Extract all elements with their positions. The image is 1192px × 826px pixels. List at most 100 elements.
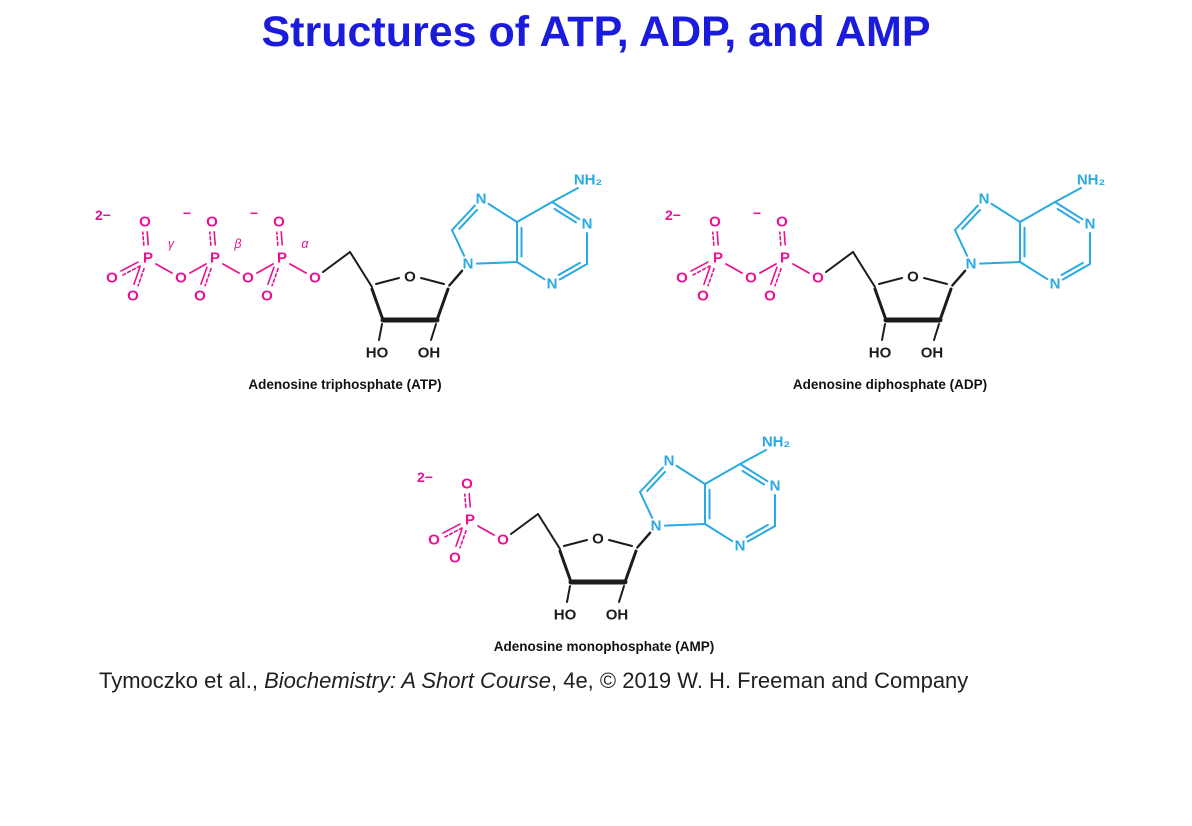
atom-label-p: P [277, 250, 287, 267]
atom-label-o: O [404, 269, 416, 286]
bond [990, 202, 1021, 223]
bond [852, 251, 876, 288]
bond [716, 231, 719, 246]
bond [873, 287, 888, 322]
atom-label-o: O [907, 269, 919, 286]
bond [459, 529, 467, 549]
bond [430, 323, 437, 341]
bond [322, 251, 351, 273]
charge-label: 2− [417, 469, 433, 485]
bond [209, 231, 212, 246]
bond [703, 266, 711, 286]
atom-label-nh2: NH₂ [762, 434, 790, 451]
atom-label-ho: HO [366, 345, 389, 362]
bond [825, 251, 854, 273]
bond [712, 231, 715, 246]
bond [783, 231, 786, 246]
greek-label: α [301, 237, 309, 251]
atom-label-oh: OH [606, 607, 629, 624]
atom-label-p: P [210, 250, 220, 267]
bond [563, 539, 588, 547]
atom-label-o: O [242, 270, 254, 287]
bond [435, 287, 450, 322]
atom-label-o: O [175, 270, 187, 287]
atom-label-o: O [106, 270, 118, 287]
bond [1054, 201, 1084, 221]
bond [741, 469, 766, 486]
bond [881, 323, 886, 341]
bond [779, 231, 782, 246]
atom-label-o: O [812, 270, 824, 287]
bond [707, 267, 715, 287]
bond [137, 267, 145, 287]
bond [878, 277, 903, 285]
bond [551, 187, 579, 203]
bond [704, 463, 741, 485]
bond [133, 266, 141, 286]
bond [444, 527, 463, 538]
bond [1019, 201, 1056, 223]
charge-label: − [753, 205, 761, 221]
caption-amp: Adenosine monophosphate (AMP) [493, 639, 715, 654]
bond [213, 231, 216, 246]
atom-label-n: N [651, 518, 662, 535]
atom-label-o: O [461, 476, 473, 493]
atom-label-o: O [764, 288, 776, 305]
atom-label-n: N [664, 453, 675, 470]
bond [978, 261, 1021, 265]
atom-label-o: O [273, 214, 285, 231]
bond [792, 263, 810, 274]
bond [636, 531, 652, 549]
atom-label-o: O [127, 288, 139, 305]
atom-label-p: P [780, 250, 790, 267]
bond [458, 208, 478, 230]
atom-label-n: N [770, 478, 781, 495]
bond [623, 549, 638, 584]
atom-label-oh: OH [921, 345, 944, 362]
bond [639, 491, 654, 519]
atom-label-o: O [776, 214, 788, 231]
citation-prefix: Tymoczko et al., [99, 668, 265, 693]
bond [690, 261, 709, 272]
atom-label-n: N [1085, 216, 1096, 233]
bond [370, 287, 385, 322]
bond [558, 263, 588, 281]
atom-label-n: N [547, 276, 558, 293]
bond [146, 231, 149, 246]
bond [122, 265, 141, 276]
bond [142, 231, 145, 246]
bond [537, 513, 561, 550]
bond [455, 528, 463, 548]
bond [510, 513, 539, 535]
atom-label-n: N [735, 538, 746, 555]
citation-suffix: , 4e, © 2019 W. H. Freeman and Company [550, 668, 969, 693]
greek-label: γ [168, 237, 175, 251]
bond [375, 277, 400, 285]
bond [349, 251, 373, 288]
bond [1054, 187, 1082, 203]
bond [770, 266, 778, 286]
greek-label: β [233, 237, 241, 251]
atom-label-o: O [139, 214, 151, 231]
bond [566, 585, 571, 603]
bond [378, 323, 383, 341]
bond [746, 525, 776, 543]
caption-atp: Adenosine triphosphate (ATP) [248, 377, 442, 392]
atom-label-oh: OH [418, 345, 441, 362]
bond [516, 201, 553, 223]
atom-label-n: N [1050, 276, 1061, 293]
bond [745, 523, 769, 539]
atom-label-o: O [592, 531, 604, 548]
bond [739, 449, 767, 465]
atom-label-o: O [206, 214, 218, 231]
bond [451, 204, 476, 231]
bond [256, 263, 274, 274]
bond [155, 263, 173, 274]
bond [289, 263, 307, 274]
bond [558, 549, 573, 584]
atom-label-o: O [676, 270, 688, 287]
bond [487, 202, 518, 223]
